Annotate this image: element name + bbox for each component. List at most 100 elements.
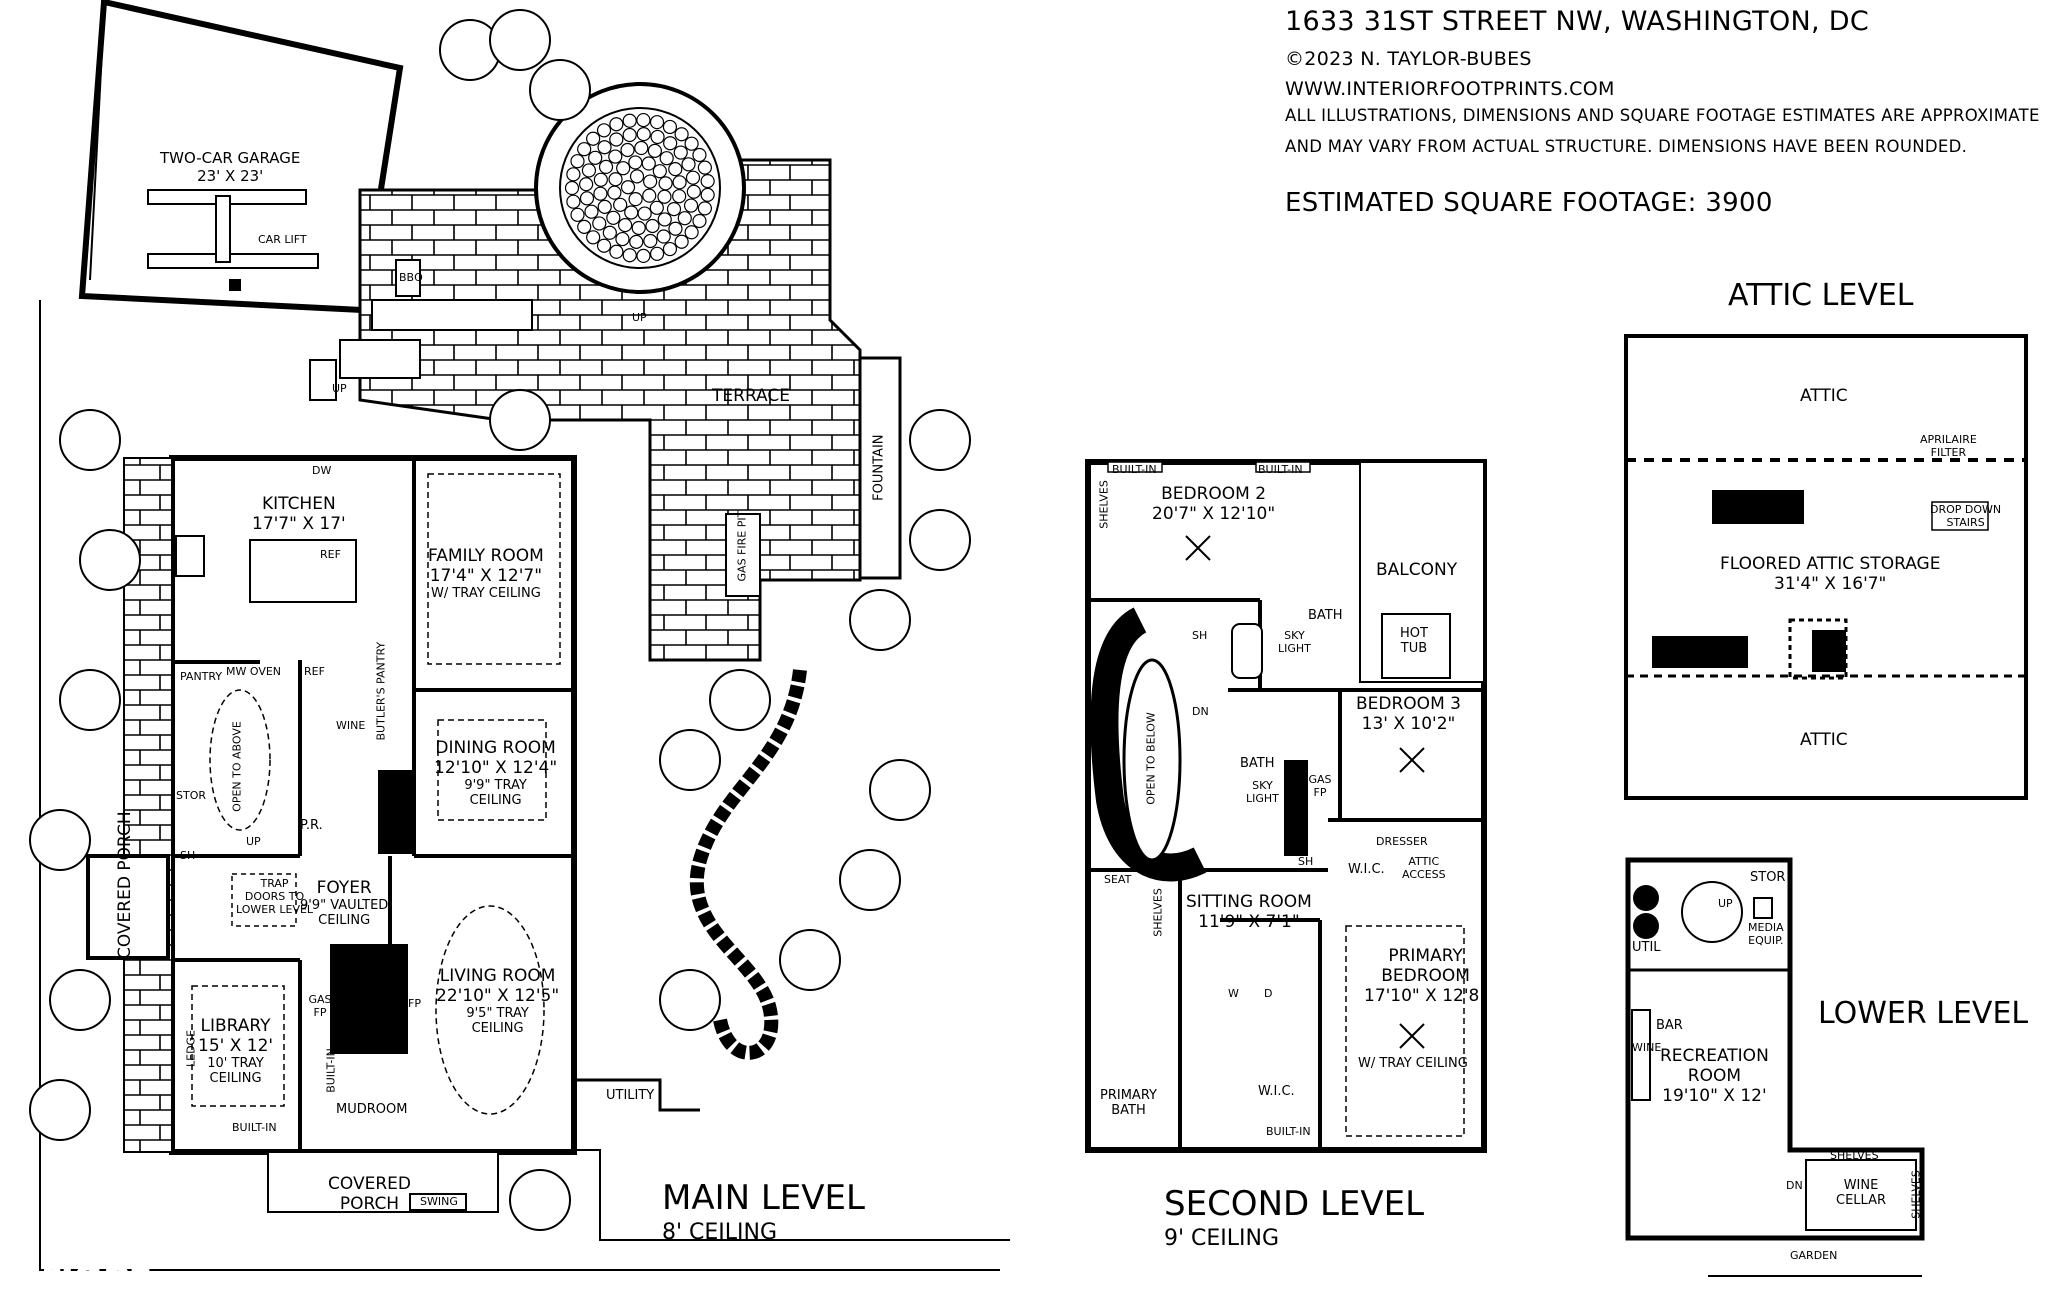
pebble bbox=[615, 231, 630, 247]
dining-fireplace bbox=[378, 770, 414, 854]
media-equip-line-2: EQUIP. bbox=[1748, 933, 1784, 947]
pebble bbox=[628, 192, 643, 207]
car-lift-icon bbox=[147, 189, 319, 291]
pantry-label: PANTRY bbox=[180, 670, 223, 683]
covered-porch-line-1: COVERED bbox=[328, 1174, 411, 1194]
pebble bbox=[584, 204, 599, 219]
library-tray-ceiling bbox=[191, 985, 285, 1107]
built-in-label: BUILT-IN bbox=[232, 1121, 277, 1134]
living-room-note-2: CEILING bbox=[471, 1021, 524, 1037]
sitting-room-name: SITTING ROOM bbox=[1186, 892, 1312, 912]
pebble bbox=[622, 248, 637, 263]
foyer-name: FOYER bbox=[316, 878, 372, 898]
bar-label: BAR bbox=[1656, 1018, 1683, 1033]
covered-porch-side-label: COVERED PORCH bbox=[114, 811, 135, 960]
porch-swing bbox=[409, 1193, 467, 1211]
pebble bbox=[629, 169, 645, 184]
side-porch bbox=[86, 854, 170, 960]
pebble bbox=[643, 233, 658, 249]
pebble bbox=[668, 162, 683, 177]
tree-icon bbox=[79, 529, 141, 591]
wine-label: WINE bbox=[336, 719, 366, 732]
library-size: 15' X 12' bbox=[198, 1036, 274, 1057]
open-to-above-label: OPEN TO ABOVE bbox=[230, 721, 244, 812]
second-interior-walls bbox=[1088, 598, 1484, 1150]
pebble bbox=[657, 212, 672, 227]
trap-doors-line-3: LOWER LEVEL bbox=[236, 902, 314, 916]
foyer-note-1: 9'9" VAULTED bbox=[300, 898, 389, 914]
pebble bbox=[681, 157, 696, 172]
stove bbox=[175, 535, 205, 577]
tree-icon bbox=[49, 969, 111, 1031]
pebble bbox=[609, 117, 624, 132]
ref-label-2: REF bbox=[304, 665, 325, 678]
pebble bbox=[649, 115, 665, 130]
attic-outline bbox=[1624, 334, 2028, 800]
pebble bbox=[697, 160, 712, 175]
library-name: LIBRARY bbox=[200, 1016, 271, 1036]
tree-icon bbox=[659, 969, 721, 1031]
sky-light-2b-line-2: LIGHT bbox=[1246, 791, 1279, 805]
gas-fp-library-label: GAS FP bbox=[308, 993, 332, 1019]
sky-light-label-2b: SKY LIGHT bbox=[1246, 779, 1279, 806]
dining-room-note-1: 9'9" TRAY bbox=[464, 778, 527, 794]
drop-down-line-2: STAIRS bbox=[1946, 515, 1985, 529]
pebble bbox=[620, 142, 635, 158]
pebble bbox=[586, 230, 601, 245]
foyer-note-2: CEILING bbox=[318, 913, 371, 929]
terrace-label: TERRACE bbox=[712, 386, 791, 406]
primary-bedroom-line-1: PRIMARY bbox=[1388, 946, 1463, 966]
pebble bbox=[593, 172, 608, 187]
bath-label-2a: BATH bbox=[1308, 608, 1343, 623]
powder-room-label: P.R. bbox=[300, 818, 323, 833]
built-in-label-2a: BUILT-IN bbox=[1112, 463, 1157, 476]
up-label-pebble: UP bbox=[632, 311, 647, 324]
pebble bbox=[663, 136, 678, 151]
pebble bbox=[657, 189, 672, 204]
second-level-plan bbox=[1085, 459, 1487, 1153]
pebble bbox=[597, 140, 612, 155]
attic-level-plan bbox=[1624, 334, 2028, 800]
lower-stor-label: STOR bbox=[1750, 870, 1786, 885]
garage-label: TWO-CAR GARAGE 23' X 23' bbox=[160, 149, 300, 185]
garden-path bbox=[689, 669, 807, 1060]
tree-icon bbox=[839, 849, 901, 911]
living-tray-ceiling bbox=[435, 905, 545, 1115]
recreation-room-size: 19'10" X 12' bbox=[1662, 1086, 1767, 1107]
pebble bbox=[700, 174, 715, 189]
lower-level-plan bbox=[1625, 857, 1925, 1277]
square-footage: ESTIMATED SQUARE FOOTAGE: 3900 bbox=[1285, 188, 1773, 218]
disclaimer-line-1: ALL ILLUSTRATIONS, DIMENSIONS AND SQUARE… bbox=[1285, 106, 2040, 125]
pebble bbox=[577, 219, 592, 234]
gas-fire-pit bbox=[725, 513, 761, 597]
pebble bbox=[577, 142, 592, 157]
primary-bedroom-size: 17'10" X 12'8" bbox=[1364, 986, 1488, 1007]
garden-label: GARDEN bbox=[1790, 1249, 1838, 1262]
ceiling-fan-icon bbox=[1185, 535, 1425, 1049]
kitchen-name: KITCHEN bbox=[262, 494, 336, 514]
dining-room-label: DINING ROOM 12'10" X 12'4" 9'9" TRAY CEI… bbox=[434, 738, 557, 809]
living-room-label: LIVING ROOM 22'10" X 12'5" 9'5" TRAY CEI… bbox=[436, 966, 559, 1037]
gas-fireplace-2 bbox=[1284, 760, 1308, 856]
pebble bbox=[606, 210, 621, 225]
pebble bbox=[649, 246, 665, 261]
covered-porch-line-2: PORCH bbox=[339, 1194, 400, 1215]
car-lift-label: CAR LIFT bbox=[258, 233, 307, 246]
primary-bedroom-label: PRIMARY BEDROOM 17'10" X 12'8" bbox=[1364, 946, 1487, 1006]
tree-icon bbox=[659, 729, 721, 791]
aprilaire-line-2: FILTER bbox=[1930, 445, 1967, 459]
pebble bbox=[673, 145, 688, 160]
mw-oven-label: MW OVEN bbox=[226, 665, 282, 678]
util-tank-1 bbox=[1633, 885, 1659, 911]
open-to-above-ellipse bbox=[209, 689, 271, 831]
primary-bedroom-line-2: BEDROOM bbox=[1381, 966, 1470, 987]
pebble bbox=[683, 198, 699, 213]
bbq-area bbox=[309, 259, 533, 401]
pebble bbox=[613, 197, 628, 212]
drop-down-stairs bbox=[1931, 501, 1989, 531]
attic-level-title: ATTIC LEVEL bbox=[1728, 278, 1914, 313]
pebble bbox=[622, 127, 637, 143]
wine-cellar bbox=[1805, 1159, 1917, 1231]
media-equipment bbox=[1753, 897, 1773, 919]
drop-down-stairs-box bbox=[1788, 618, 1848, 680]
